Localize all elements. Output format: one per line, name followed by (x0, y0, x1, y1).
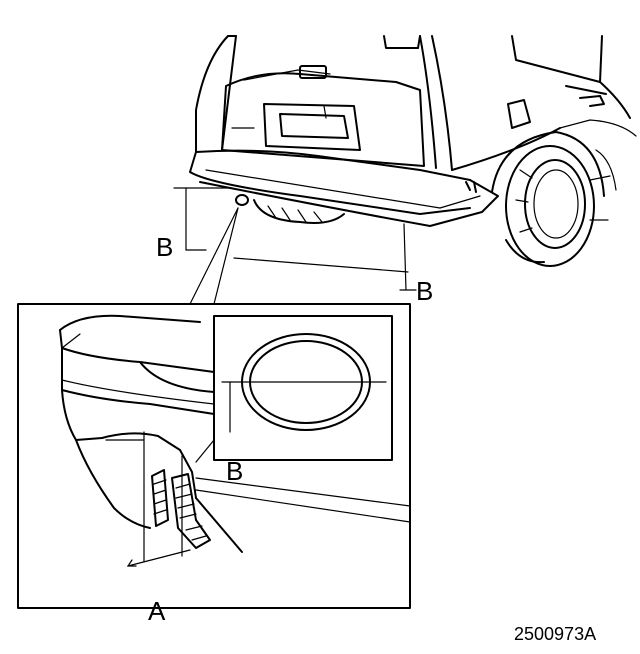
detail-frame-a (17, 303, 411, 609)
dimension-label-b-detail: B (226, 456, 243, 486)
dimension-label-b-left: B (156, 232, 173, 262)
vehicle-rear-view (189, 35, 637, 267)
dimension-label-b-right: B (416, 276, 433, 306)
figure-code: 2500973A (514, 624, 596, 644)
dimension-label-a: A (148, 596, 166, 626)
detail-inset-b (195, 315, 393, 463)
dimension-lines (173, 187, 417, 305)
